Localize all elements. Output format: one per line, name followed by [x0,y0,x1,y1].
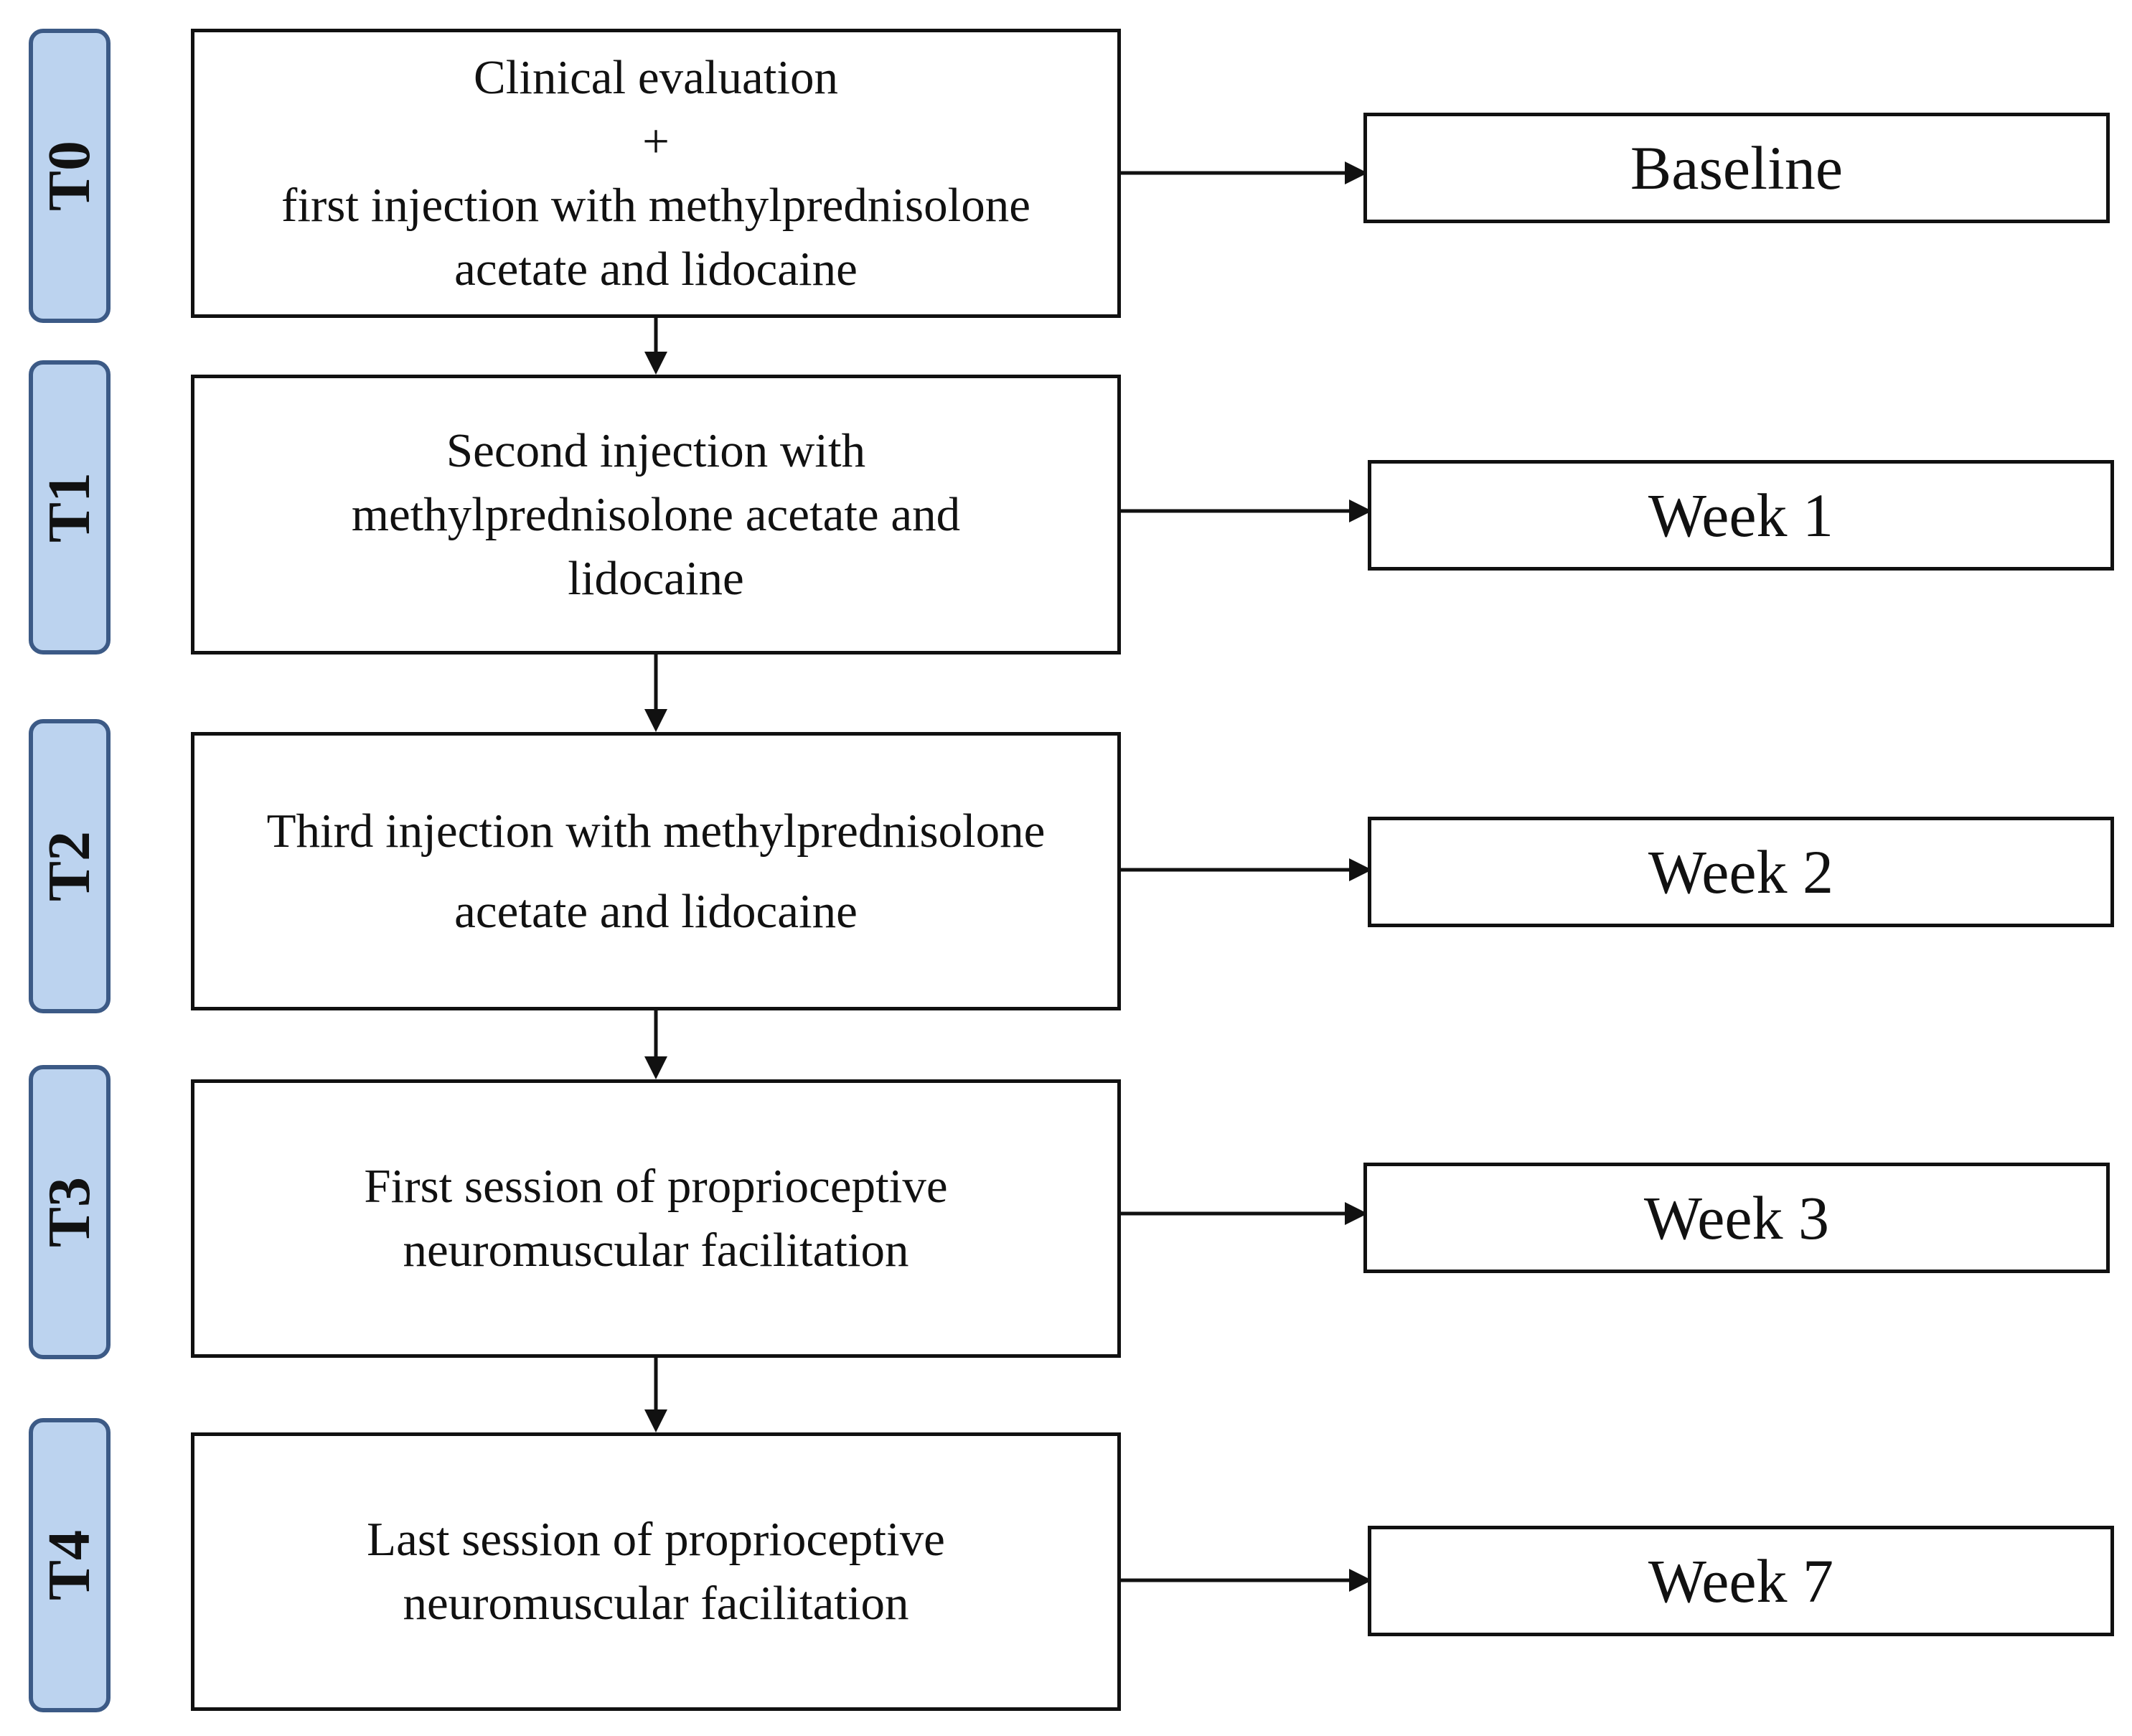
outcome-label: Week 1 [1648,481,1834,550]
outcome-box-week-1: Week 1 [1368,460,2114,571]
step-line: neuromuscular facilitation [403,1224,909,1277]
phase-tab-t2: T2 [29,719,111,1013]
step-line: lidocaine [568,551,744,605]
phase-label: T4 [36,1529,103,1601]
step-box-t2: Third injection with methylprednisolone … [191,732,1121,1010]
step-line: + [642,114,670,168]
phase-tab-t0: T0 [29,29,111,323]
step-line: acetate and lidocaine [454,885,858,938]
outcome-label: Week 2 [1648,837,1834,906]
outcome-box-week-3: Week 3 [1363,1163,2110,1273]
outcome-box-baseline: Baseline [1363,113,2110,223]
step-box-t1: Second injection with methylprednisolone… [191,375,1121,654]
step-box-t0: Clinical evaluation + first injection wi… [191,29,1121,318]
step-line: Second injection with [446,423,866,477]
phase-label: T2 [36,830,103,902]
step-line: Last session of proprioceptive [367,1513,945,1566]
horizontal-arrow-t1-week1 [1121,499,1372,522]
step-box-t3: First session of proprioceptive neuromus… [191,1079,1121,1358]
phase-tab-t1: T1 [29,360,111,654]
horizontal-arrow-t4-week7 [1121,1569,1372,1592]
horizontal-arrow-t0-baseline [1121,161,1368,184]
phase-label: T1 [36,471,103,543]
vertical-arrow-t0-t1 [644,318,667,375]
horizontal-arrow-t3-week3 [1121,1202,1368,1225]
phase-label: T0 [36,140,103,212]
step-line: methylprednisolone acetate and [351,487,961,541]
phase-tab-t3: T3 [29,1065,111,1359]
step-line: first injection with methylprednisolone [281,178,1030,232]
phase-tab-t4: T4 [29,1418,111,1712]
step-line: Clinical evaluation [474,50,838,104]
outcome-box-week-2: Week 2 [1368,817,2114,927]
outcome-label: Baseline [1630,133,1844,202]
outcome-label: Week 3 [1643,1183,1830,1252]
phase-label: T3 [36,1176,103,1248]
step-line: neuromuscular facilitation [403,1577,909,1630]
step-box-t4: Last session of proprioceptive neuromusc… [191,1432,1121,1711]
vertical-arrow-t1-t2 [644,654,667,732]
step-line: Third injection with methylprednisolone [266,804,1046,858]
vertical-arrow-t2-t3 [644,1010,667,1079]
horizontal-arrow-t2-week2 [1121,858,1372,881]
step-line: First session of proprioceptive [364,1160,948,1213]
outcome-label: Week 7 [1648,1547,1834,1615]
step-line: acetate and lidocaine [454,242,858,296]
vertical-arrow-t3-t4 [644,1358,667,1432]
outcome-box-week-7: Week 7 [1368,1526,2114,1636]
